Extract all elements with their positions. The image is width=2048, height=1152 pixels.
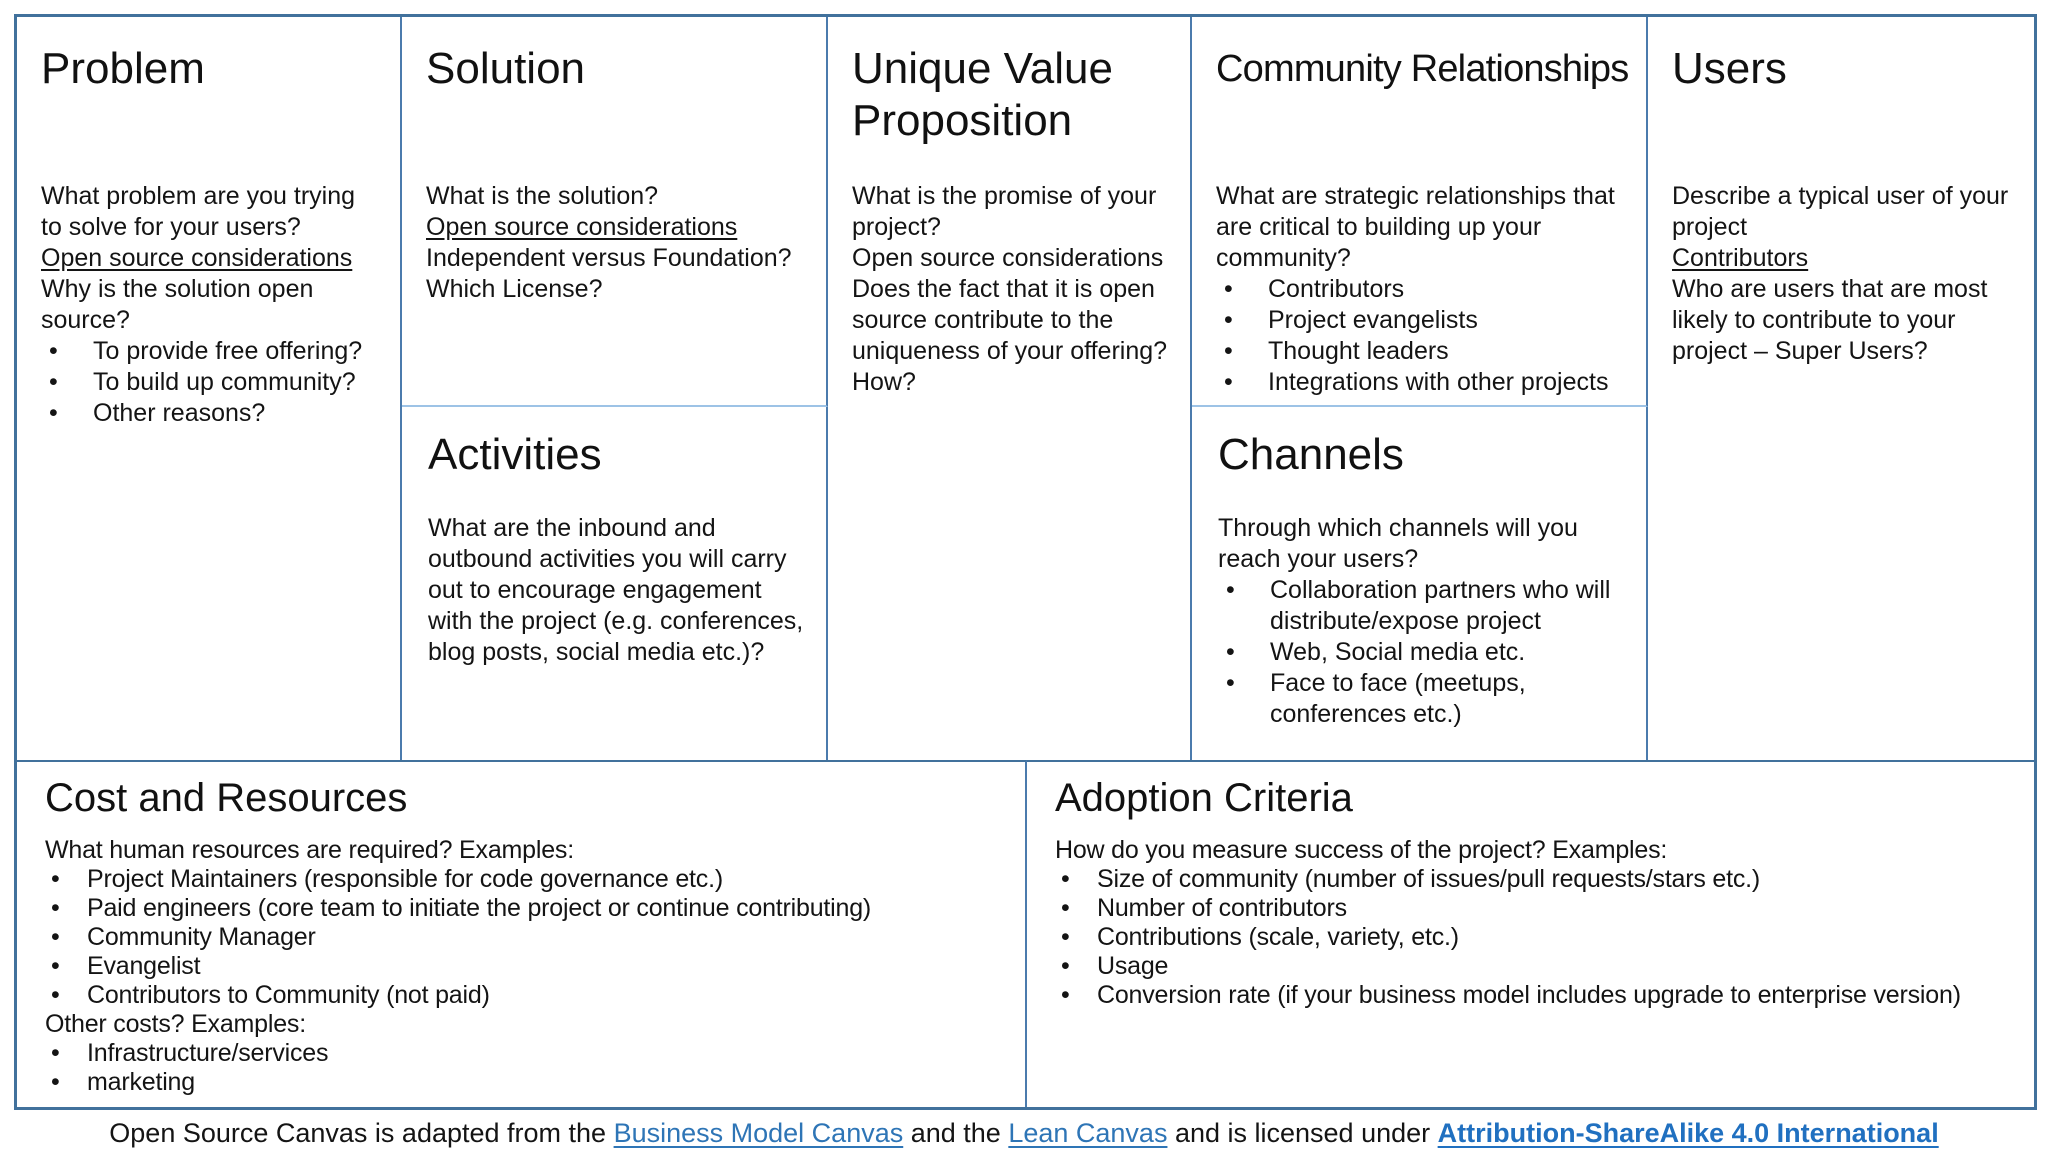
list-item: To provide free offering?	[41, 336, 378, 367]
channels-cell: Channels Through which channels will you…	[1192, 407, 1648, 760]
list-item: Number of contributors	[1055, 894, 2006, 923]
footer-text: and the	[903, 1118, 1009, 1148]
list-item: Evangelist	[45, 952, 997, 981]
cost-and-resources-title: Cost and Resources	[45, 776, 408, 820]
adoption-intro: How do you measure success of the projec…	[1055, 836, 1668, 864]
users-cell: Users Describe a typical user of your pr…	[1648, 17, 2034, 760]
list-item: Web, Social media etc.	[1218, 637, 1624, 668]
unique-value-proposition-cell: Unique Value Proposition What is the pro…	[828, 17, 1192, 760]
cost-bullet-list: Project Maintainers (responsible for cod…	[45, 865, 997, 1010]
footer-text: and is licensed under	[1167, 1118, 1438, 1148]
list-item: Infrastructure/services	[45, 1039, 997, 1068]
footer-text: Open Source Canvas is adapted from the	[109, 1118, 614, 1148]
activities-body: What are the inbound and outbound activi…	[428, 514, 804, 666]
cost-other-heading: Other costs? Examples:	[45, 1010, 306, 1038]
community-intro: What are strategic relationships that ar…	[1216, 182, 1615, 272]
problem-subheading: Open source considerations	[41, 244, 353, 272]
list-item: Collaboration partners who will distribu…	[1218, 575, 1624, 637]
list-item: Other reasons?	[41, 398, 378, 429]
users-subheading: Contributors	[1672, 244, 1809, 272]
uvp-intro: What is the promise of your project?	[852, 182, 1157, 241]
solution-cell: Solution What is the solution? Open sour…	[402, 17, 828, 407]
list-item: marketing	[45, 1068, 997, 1097]
list-item: Integrations with other projects	[1216, 367, 1624, 398]
cost-and-resources-cell: Cost and Resources What human resources …	[17, 760, 1027, 1107]
attribution-sharealike-license-link[interactable]: Attribution-ShareAlike 4.0 International	[1437, 1118, 1939, 1148]
activities-title: Activities	[428, 430, 602, 479]
community-bullet-list: Contributors Project evangelists Thought…	[1216, 274, 1624, 398]
users-title: Users	[1672, 44, 1787, 93]
list-item: Contributions (scale, variety, etc.)	[1055, 923, 2006, 952]
open-source-canvas: Problem What problem are you trying to s…	[14, 14, 2037, 1110]
business-model-canvas-link[interactable]: Business Model Canvas	[613, 1118, 904, 1148]
problem-intro: What problem are you trying to solve for…	[41, 182, 356, 241]
problem-cell: Problem What problem are you trying to s…	[17, 17, 402, 760]
lean-canvas-link[interactable]: Lean Canvas	[1008, 1118, 1168, 1148]
problem-title: Problem	[41, 44, 205, 93]
uvp-subheading: Open source considerations	[852, 244, 1164, 272]
activities-cell: Activities What are the inbound and outb…	[402, 407, 828, 760]
list-item: Contributors	[1216, 274, 1624, 305]
problem-bullet-list: To provide free offering? To build up co…	[41, 336, 378, 429]
list-item: Face to face (meetups, conferences etc.)	[1218, 668, 1624, 730]
channels-intro: Through which channels will you reach yo…	[1218, 514, 1578, 573]
adoption-criteria-cell: Adoption Criteria How do you measure suc…	[1027, 760, 2034, 1107]
solution-line: Which License?	[426, 275, 603, 303]
solution-subheading: Open source considerations	[426, 213, 738, 241]
list-item: To build up community?	[41, 367, 378, 398]
cost-intro: What human resources are required? Examp…	[45, 836, 574, 864]
list-item: Community Manager	[45, 923, 997, 952]
problem-subtext: Why is the solution open source?	[41, 275, 314, 334]
attribution-footer: Open Source Canvas is adapted from the B…	[0, 1116, 2048, 1150]
solution-title: Solution	[426, 44, 586, 93]
users-intro: Describe a typical user of your project	[1672, 182, 2009, 241]
adoption-bullet-list: Size of community (number of issues/pull…	[1055, 865, 2006, 1010]
adoption-criteria-title: Adoption Criteria	[1055, 776, 1353, 820]
users-subtext: Who are users that are most likely to co…	[1672, 275, 1988, 365]
channels-title: Channels	[1218, 430, 1404, 479]
list-item: Thought leaders	[1216, 336, 1624, 367]
solution-line: Independent versus Foundation?	[426, 244, 792, 272]
solution-intro: What is the solution?	[426, 182, 659, 210]
list-item: Project evangelists	[1216, 305, 1624, 336]
community-relationships-cell: Community Relationships What are strateg…	[1192, 17, 1648, 407]
community-relationships-title: Community Relationships	[1216, 48, 1629, 90]
list-item: Conversion rate (if your business model …	[1055, 981, 2006, 1010]
uvp-subtext: Does the fact that it is open source con…	[852, 275, 1168, 396]
list-item: Project Maintainers (responsible for cod…	[45, 865, 997, 894]
channels-bullet-list: Collaboration partners who will distribu…	[1218, 575, 1624, 730]
list-item: Paid engineers (core team to initiate th…	[45, 894, 997, 923]
list-item: Usage	[1055, 952, 2006, 981]
unique-value-proposition-title: Unique Value Proposition	[852, 44, 1113, 145]
list-item: Contributors to Community (not paid)	[45, 981, 997, 1010]
cost-other-bullet-list: Infrastructure/services marketing	[45, 1039, 997, 1097]
list-item: Size of community (number of issues/pull…	[1055, 865, 2006, 894]
